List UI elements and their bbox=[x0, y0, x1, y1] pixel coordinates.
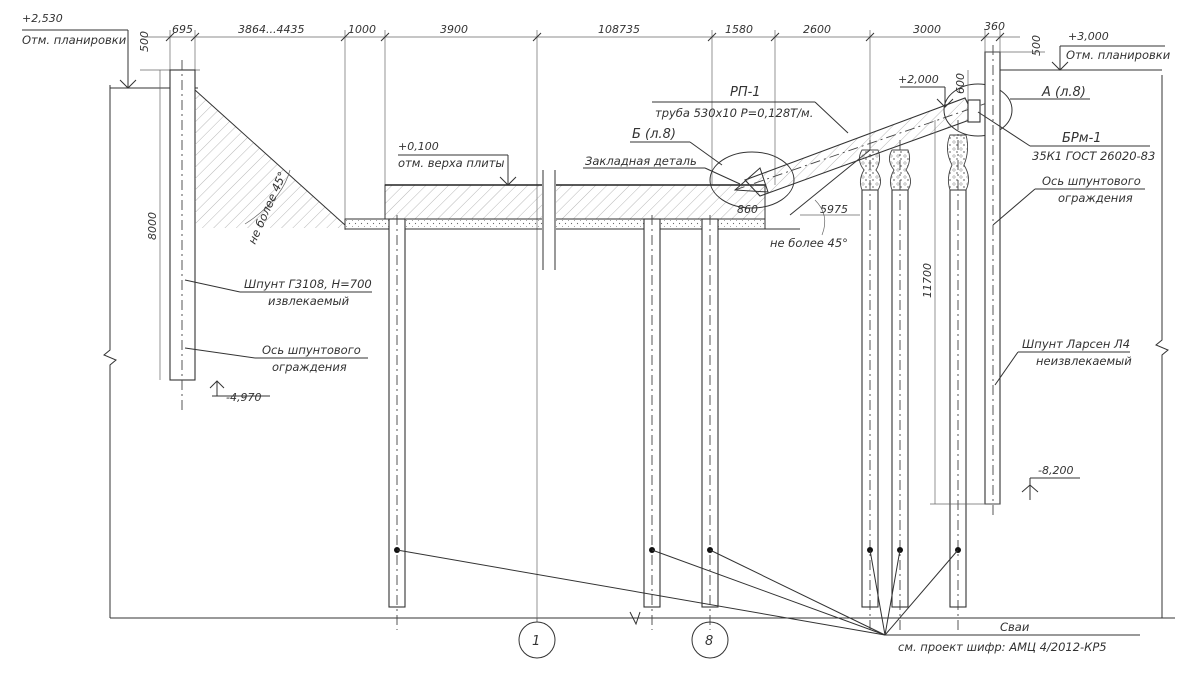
level-right-top-label: Отм. планировки bbox=[1066, 48, 1171, 62]
axis-bubble-8 bbox=[691, 621, 729, 659]
embed-label: Закладная деталь bbox=[585, 154, 697, 168]
embed-leader bbox=[704, 167, 741, 185]
dim-1000: 1000 bbox=[348, 23, 376, 36]
node-b-leader bbox=[689, 141, 723, 166]
pile-leaders bbox=[396, 549, 959, 636]
left-sheet-pile bbox=[169, 69, 196, 381]
level-left-top: +2,530 bbox=[22, 12, 63, 25]
axis-bubble-1-label: 1 bbox=[532, 634, 540, 649]
level-right-bottom: -8,200 bbox=[1038, 464, 1073, 477]
node-a-label: А (л.8) bbox=[1041, 85, 1086, 100]
baseline-break bbox=[629, 611, 641, 626]
right-sheet-leader bbox=[994, 351, 1019, 386]
right-sheet-label: Шпунт Ларсен Л4 bbox=[1022, 337, 1130, 351]
dim-500-right: 500 bbox=[1030, 35, 1043, 56]
left-slope-hatch bbox=[195, 90, 345, 228]
right-top-marker bbox=[1051, 61, 1069, 71]
right-axis-sub: ограждения bbox=[1058, 191, 1133, 205]
slab-concrete bbox=[384, 184, 766, 220]
dim-2600: 2600 bbox=[803, 23, 831, 36]
left-axis-leader bbox=[184, 347, 256, 359]
axis-bubble-8-label: 8 bbox=[705, 634, 713, 649]
node-a-callout bbox=[943, 83, 1013, 137]
dim-500-left: 500 bbox=[138, 31, 151, 52]
right-break-line bbox=[1155, 75, 1169, 618]
brm-spec-label: 35К1 ГОСТ 26020-83 bbox=[1032, 149, 1155, 163]
right-angle-arc bbox=[814, 199, 826, 236]
dim-5975: 5975 bbox=[820, 203, 848, 216]
left-sheet-label: Шпунт Г3108, Н=700 bbox=[244, 277, 372, 291]
level-left-bottom: -4,970 bbox=[226, 391, 261, 404]
piles-label: Сваи bbox=[1000, 620, 1030, 634]
dim-3864-4435: 3864...4435 bbox=[238, 23, 304, 36]
dim-695: 695 bbox=[172, 23, 193, 36]
slab-break-gap bbox=[542, 170, 556, 230]
left-slope-line bbox=[194, 89, 346, 226]
dim-1580: 1580 bbox=[725, 23, 753, 36]
dim-108735: 108735 bbox=[598, 23, 640, 36]
node-b-label: Б (л.8) bbox=[632, 127, 676, 142]
right-sheet-pile bbox=[984, 51, 1001, 505]
slab-break-lines bbox=[542, 170, 556, 270]
top-dim-arrows bbox=[165, 32, 1005, 42]
slab-top-level: +0,100 bbox=[398, 140, 439, 153]
left-sheet-sub: извлекаемый bbox=[268, 294, 350, 308]
dim-8000: 8000 bbox=[146, 212, 159, 240]
left-axis-label: Ось шпунтового bbox=[262, 343, 361, 357]
dim-860: 860 bbox=[737, 203, 758, 216]
piles-spec-label: см. проект шифр: АМЦ 4/2012-КР5 bbox=[898, 640, 1107, 654]
dim-11700: 11700 bbox=[921, 263, 934, 298]
brm-leader bbox=[977, 111, 1031, 147]
left-angle-arc bbox=[244, 169, 291, 225]
dim-360: 360 bbox=[984, 20, 1005, 33]
rp1-label: РП-1 bbox=[730, 85, 761, 100]
right-sheet-sub: неизвлекаемый bbox=[1036, 354, 1132, 368]
slab-top-label: отм. верха плиты bbox=[398, 156, 505, 170]
level-right-top: +3,000 bbox=[1068, 30, 1109, 43]
left-axis-sub: ограждения bbox=[272, 360, 347, 374]
right-axis-label: Ось шпунтового bbox=[1042, 174, 1141, 188]
strut-pipe-axis bbox=[734, 101, 991, 191]
right-bottom-marker bbox=[1021, 484, 1039, 493]
embed-plate bbox=[733, 167, 769, 193]
right-axis-leader bbox=[992, 188, 1036, 226]
dim-3000: 3000 bbox=[913, 23, 941, 36]
level-strut: +2,000 bbox=[898, 73, 939, 86]
level-left-top-label: Отм. планировки bbox=[22, 33, 127, 47]
strut-level-marker bbox=[936, 98, 954, 108]
right-angle-label: не более 45° bbox=[770, 236, 848, 250]
pipe-spec-leader bbox=[814, 101, 849, 134]
node-b-callout bbox=[709, 151, 795, 209]
dim-3900: 3900 bbox=[440, 23, 468, 36]
top-dim-ticks bbox=[169, 30, 1001, 618]
axis-bubble-1 bbox=[518, 621, 556, 659]
left-sheet-leader bbox=[184, 279, 241, 293]
slab-top-marker bbox=[499, 176, 517, 186]
strut-bearing bbox=[967, 99, 981, 123]
left-break-line bbox=[103, 85, 117, 618]
brm-label: БРм-1 bbox=[1062, 131, 1102, 146]
pipe-spec-label: труба 530x10 Р=0,128Т/м. bbox=[655, 106, 813, 120]
dim-600: 600 bbox=[954, 73, 967, 94]
